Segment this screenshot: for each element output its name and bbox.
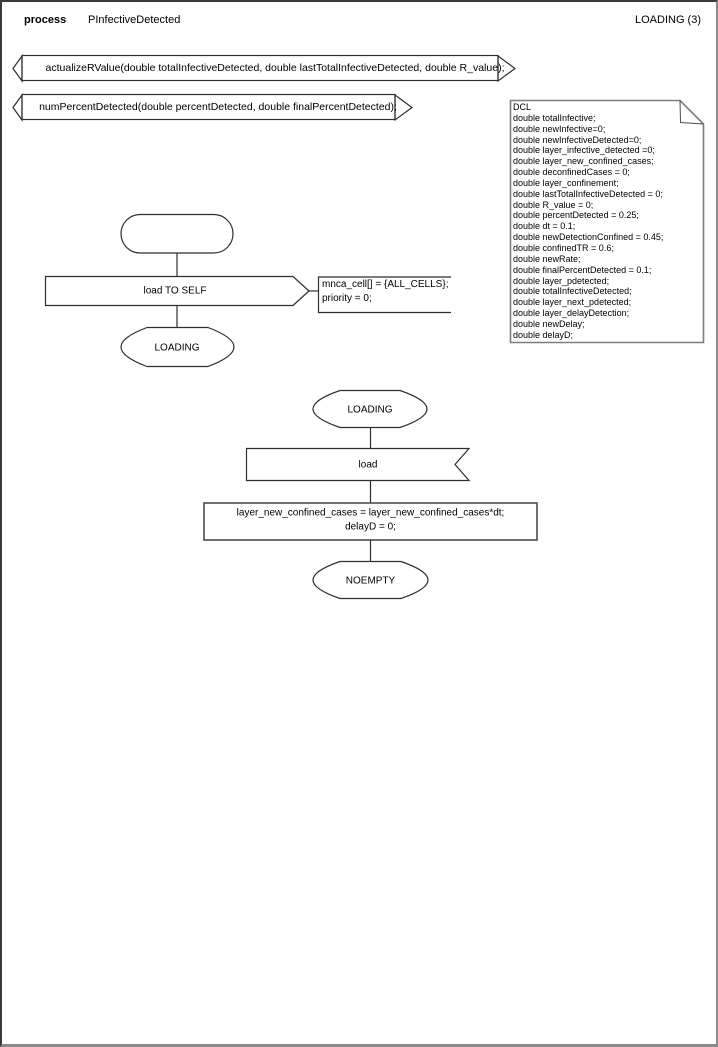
state-symbol-noempty[interactable] [312,560,429,600]
procedure-left-bracket-icon [12,54,23,83]
input-label: load [358,459,378,471]
procedure-signature: numPercentDetected(double percentDetecte… [39,101,397,113]
procedure-right-bracket-icon [497,54,517,83]
state-label: LOADING [154,342,200,353]
dcl-note-symbol[interactable] [509,99,705,344]
comment-symbol[interactable] [317,276,452,314]
state-label: NOEMPTY [345,575,396,586]
state-symbol-loading-next[interactable] [120,326,235,368]
task-text: layer_new_confined_cases = layer_new_con… [236,507,505,533]
start-symbol[interactable] [120,213,234,254]
dcl-declarations-text: DCL double totalInfective; double newInf… [513,102,664,340]
procedure-declaration-numPercentDetected[interactable] [12,93,414,122]
procedure-declaration-actualizeRValue[interactable] [12,54,517,83]
output-symbol-load-to-self[interactable] [44,275,310,307]
state-label: LOADING [347,404,393,415]
page-indicator: LOADING (3) [634,14,701,26]
process-kind-label: process [24,14,67,26]
state-symbol-loading[interactable] [312,389,428,429]
procedure-left-bracket-icon [12,93,23,122]
process-name: PInfectiveDetected [88,14,181,26]
output-label: load TO SELF [143,285,207,297]
input-symbol-load[interactable] [245,447,471,482]
comment-text: mnca_cell[] = {ALL_CELLS}; priority = 0; [322,279,449,304]
folded-corner-icon [679,100,704,125]
procedure-right-bracket-icon [394,93,414,122]
procedure-signature: actualizeRValue(double totalInfectiveDet… [45,62,505,74]
dcl-note-outline[interactable] [509,99,705,344]
